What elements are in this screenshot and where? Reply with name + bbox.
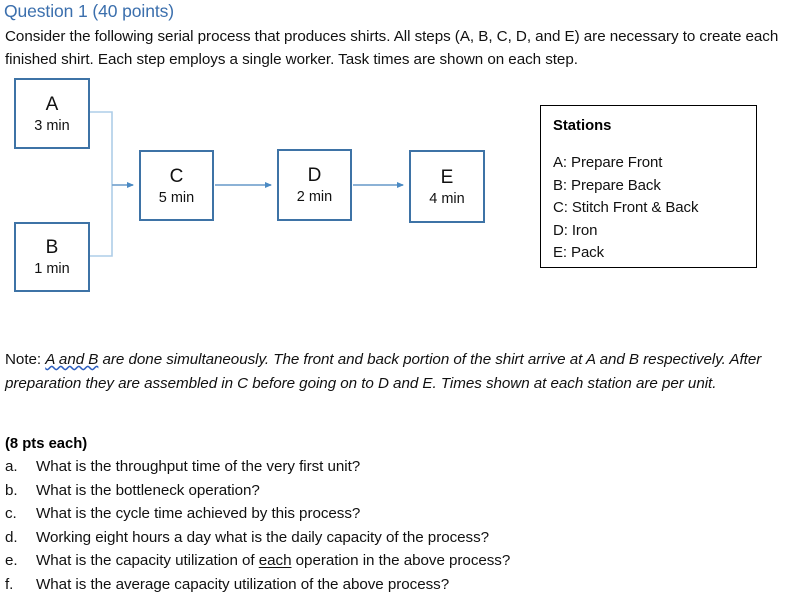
step-d-time: 2 min: [296, 189, 333, 205]
connector-a-to-junction: [90, 111, 113, 185]
note-label: Note:: [5, 351, 46, 368]
list-item-text: What is the cycle time achieved by this …: [36, 502, 360, 526]
list-item-text-after: operation in the above process?: [291, 552, 511, 569]
list-item-marker: e.: [5, 552, 18, 569]
stations-legend: Stations A: Prepare Front B: Prepare Bac…: [540, 105, 757, 268]
step-e-letter: E: [440, 166, 454, 188]
points-note: (8 pts each): [5, 436, 88, 452]
question-list: a. What is the throughput time of the ve…: [5, 455, 705, 596]
list-item-underlined-word: each: [258, 552, 292, 569]
list-item-text: What is the bottleneck operation?: [36, 479, 260, 503]
step-b-letter: B: [45, 237, 59, 258]
step-a-time: 3 min: [34, 117, 70, 134]
list-item-marker: f.: [5, 575, 14, 593]
list-item-text: What is the capacity utilization of each…: [36, 549, 510, 573]
list-item-marker: d.: [5, 528, 18, 546]
process-step-c[interactable]: C 5 min: [139, 150, 214, 221]
step-a-letter: A: [45, 93, 59, 115]
station-entry-d: D: Iron: [553, 221, 598, 239]
list-item: d. Working eight hours a day what is the…: [5, 526, 705, 550]
list-item: b. What is the bottleneck operation?: [5, 479, 705, 503]
list-item-marker: b.: [5, 481, 18, 499]
process-step-d[interactable]: D 2 min: [277, 149, 352, 221]
step-e-time: 4 min: [429, 190, 465, 207]
connector-b-to-junction: [90, 185, 113, 257]
step-b-time: 1 min: [34, 261, 70, 277]
spellcheck-underlined-phrase: A and B: [45, 351, 99, 368]
process-flow-diagram: A 3 min B 1 min C 5 min D 2 min E 4 min: [0, 0, 520, 300]
list-item: f. What is the average capacity utilizat…: [5, 573, 705, 597]
list-item-text: Working eight hours a day what is the da…: [36, 526, 489, 550]
list-item: a. What is the throughput time of the ve…: [5, 455, 705, 479]
list-item-text-before: What is the capacity utilization of: [36, 552, 259, 569]
stations-heading: Stations: [553, 118, 612, 134]
list-item-text-before: What is the bottleneck operation?: [36, 481, 260, 499]
list-item-marker: c.: [5, 505, 17, 522]
process-step-b[interactable]: B 1 min: [14, 222, 90, 292]
intro-paragraph: Consider the following serial process th…: [5, 28, 779, 68]
step-d-letter: D: [307, 165, 322, 186]
note-body: are done simultaneously. The front and b…: [5, 351, 762, 392]
list-item-text: What is the average capacity utilization…: [36, 573, 449, 597]
list-item: c. What is the cycle time achieved by th…: [5, 502, 705, 526]
list-item-marker: a.: [5, 458, 18, 475]
list-item-text-before: What is the average capacity utilization…: [36, 575, 450, 593]
process-step-a[interactable]: A 3 min: [14, 78, 90, 149]
list-item-text-before: Working eight hours a day what is the da…: [36, 528, 490, 546]
process-step-e[interactable]: E 4 min: [409, 150, 485, 223]
step-c-letter: C: [169, 165, 184, 187]
station-entry-a: A: Prepare Front: [553, 154, 663, 171]
station-entry-c: C: Stitch Front & Back: [553, 199, 699, 216]
page-title: Question 1 (40 points): [4, 1, 174, 21]
step-c-time: 5 min: [158, 189, 195, 206]
list-item-text-before: What is the cycle time achieved by this …: [36, 505, 361, 522]
station-entry-e: E: Pack: [553, 244, 604, 261]
station-entry-b: B: Prepare Back: [553, 176, 661, 194]
list-item-text-before: What is the throughput time of the very …: [36, 458, 361, 475]
note-paragraph: Note: A and B are done simultaneously. T…: [5, 348, 780, 396]
list-item-text: What is the throughput time of the very …: [36, 455, 360, 479]
list-item: e. What is the capacity utilization of e…: [5, 549, 705, 573]
